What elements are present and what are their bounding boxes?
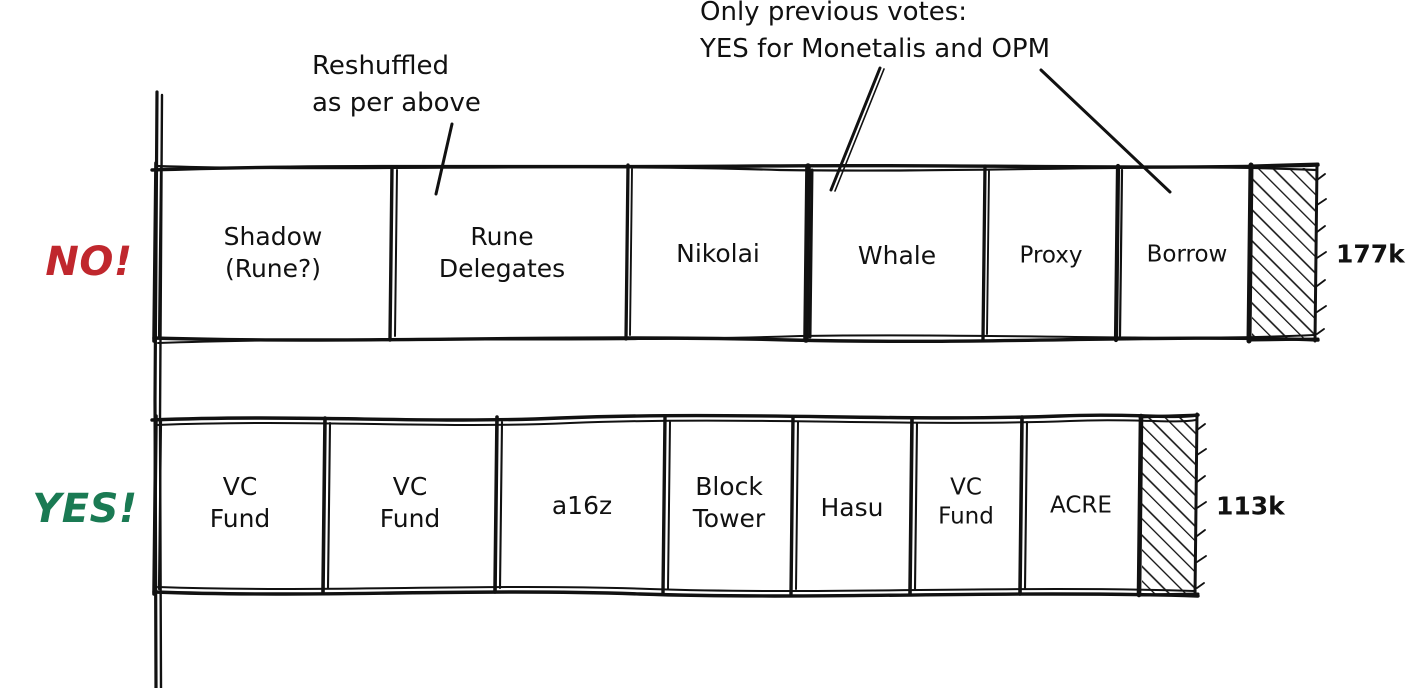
annotation-line1: Reshuffled (312, 51, 450, 81)
annotation-only-previous-votes: Only previous votes: YES for Monetalis an… (700, 0, 1050, 68)
yes-divider-2 (493, 415, 504, 594)
annotation-line2: as per above (312, 87, 481, 118)
no-hatched-segment (1246, 162, 1327, 344)
yes-divider-1 (321, 416, 332, 594)
bar-no (150, 161, 1327, 344)
leader-line-borrow (1039, 68, 1172, 194)
no-divider-3-thick (803, 163, 814, 343)
yes-divider-5 (908, 416, 919, 596)
leader-line-reshuffled (434, 122, 454, 196)
leader-line-whale (829, 66, 885, 192)
no-divider-1 (388, 165, 398, 342)
yes-divider-6 (1018, 415, 1029, 596)
no-divider-2 (624, 163, 633, 341)
yes-hatched-segment (1136, 412, 1207, 598)
no-divider-5 (1113, 163, 1124, 343)
yes-divider-4 (789, 415, 799, 596)
yes-divider-3 (661, 415, 671, 595)
annotation-line1: Only previous votes: (700, 0, 968, 27)
annotation-reshuffled: Reshuffled as per above (312, 48, 481, 122)
bar-yes (150, 412, 1207, 598)
no-divider-4 (981, 164, 990, 341)
annotation-line2: YES for Monetalis and OPM (700, 33, 1051, 64)
